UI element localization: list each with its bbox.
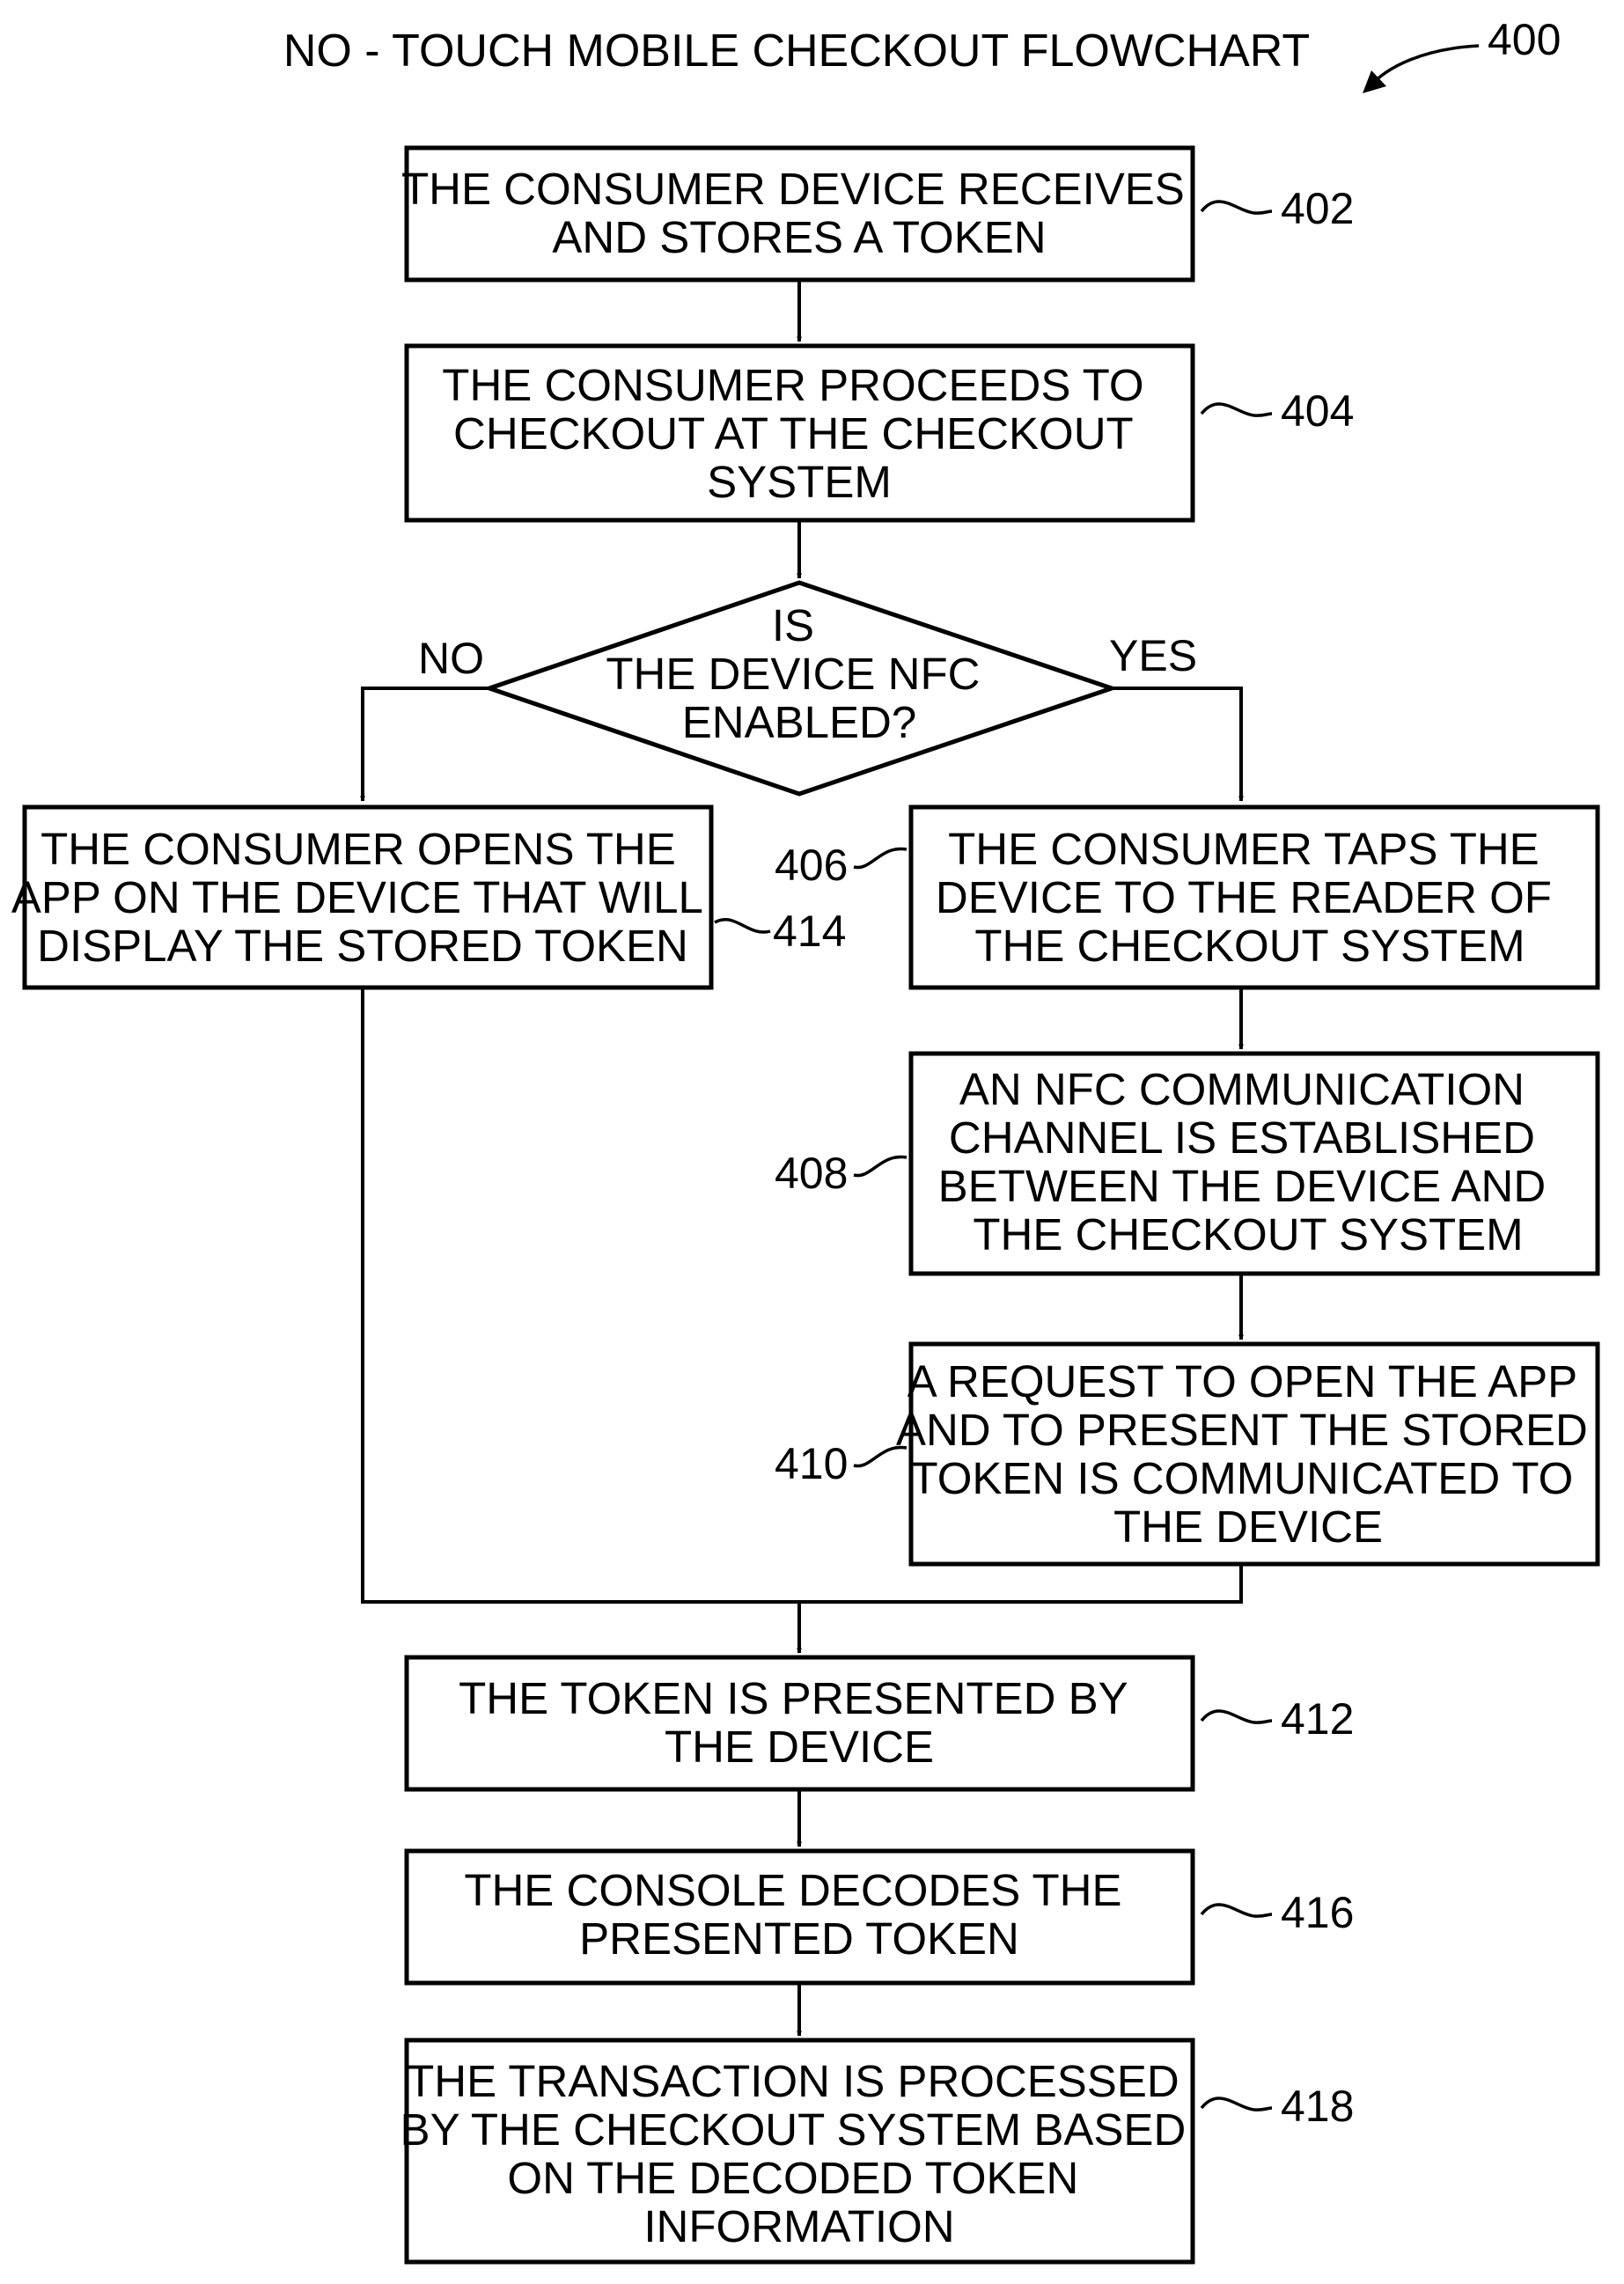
- step-410-line: A REQUEST TO OPEN THE APP: [908, 1356, 1577, 1406]
- step-418-line: THE TRANSACTION IS PROCESSED: [407, 2056, 1179, 2106]
- step-410-ref: 410: [775, 1439, 848, 1488]
- step-402-line: THE CONSUMER DEVICE RECEIVES: [401, 164, 1185, 214]
- step-410-line: THE DEVICE: [1113, 1502, 1383, 1552]
- step-404-leader: [1201, 404, 1272, 415]
- step-408-text: AN NFC COMMUNICATION CHANNEL IS ESTABLIS…: [938, 1064, 1559, 1260]
- step-418-line: INFORMATION: [643, 2201, 954, 2251]
- step-402-leader: [1201, 202, 1272, 213]
- step-418-ref: 418: [1281, 2082, 1354, 2131]
- step-412-leader: [1201, 1711, 1272, 1722]
- branch-no-connector: [363, 688, 489, 801]
- step-414-leader: [715, 920, 770, 932]
- step-406-leader: [854, 848, 907, 867]
- step-412-line: THE DEVICE: [665, 1722, 934, 1772]
- decision-line: IS: [772, 600, 814, 650]
- step-406-line: DEVICE TO THE READER OF: [936, 872, 1552, 922]
- step-412-ref: 412: [1281, 1694, 1354, 1744]
- step-408-ref: 408: [775, 1149, 848, 1198]
- step-416-line: PRESENTED TOKEN: [579, 1913, 1019, 1964]
- step-402-ref: 402: [1281, 184, 1354, 233]
- step-406-ref: 406: [775, 841, 848, 890]
- step-418-leader: [1201, 2098, 1272, 2110]
- step-414-ref: 414: [773, 907, 846, 956]
- step-402-line: AND STORES A TOKEN: [552, 212, 1046, 262]
- step-404-line: SYSTEM: [707, 457, 892, 507]
- diagram-title: NO - TOUCH MOBILE CHECKOUT FLOWCHART: [283, 26, 1310, 77]
- step-408-leader: [854, 1157, 907, 1175]
- decision-line: THE DEVICE NFC: [606, 649, 980, 699]
- step-410-line: TOKEN IS COMMUNICATED TO: [911, 1453, 1574, 1503]
- step-406-line: THE CHECKOUT SYSTEM: [974, 921, 1525, 971]
- merge-connector-right: [799, 1564, 1241, 1602]
- branch-yes-label: YES: [1109, 631, 1197, 680]
- step-404-ref: 404: [1281, 386, 1354, 436]
- step-412-line: THE TOKEN IS PRESENTED BY: [459, 1673, 1128, 1723]
- step-418-line: BY THE CHECKOUT SYSTEM BASED: [400, 2104, 1187, 2155]
- step-408-line: CHANNEL IS ESTABLISHED: [949, 1113, 1535, 1163]
- figure-ref-arrow: [1369, 46, 1479, 88]
- step-406-text: THE CONSUMER TAPS THE DEVICE TO THE READ…: [936, 824, 1564, 971]
- step-414-line: THE CONSUMER OPENS THE: [40, 824, 676, 874]
- branch-no-label: NO: [418, 634, 484, 683]
- step-416-line: THE CONSOLE DECODES THE: [464, 1865, 1121, 1915]
- figure-ref-label: 400: [1488, 15, 1561, 64]
- branch-yes-connector: [1112, 688, 1241, 801]
- step-404-line: THE CONSUMER PROCEEDS TO: [442, 360, 1143, 410]
- step-416-leader: [1201, 1905, 1272, 1916]
- step-406-line: THE CONSUMER TAPS THE: [948, 824, 1539, 874]
- step-410-line: AND TO PRESENT THE STORED: [896, 1405, 1588, 1455]
- step-408-line: BETWEEN THE DEVICE AND: [938, 1161, 1547, 1211]
- decision-line: ENABLED?: [682, 697, 916, 747]
- merge-connector-left: [363, 988, 799, 1602]
- step-414-line: APP ON THE DEVICE THAT WILL: [11, 872, 702, 922]
- step-414-text: THE CONSUMER OPENS THE APP ON THE DEVICE…: [11, 824, 714, 971]
- step-414-line: DISPLAY THE STORED TOKEN: [37, 921, 688, 971]
- step-416-ref: 416: [1281, 1888, 1354, 1937]
- step-404-line: CHECKOUT AT THE CHECKOUT: [453, 408, 1133, 459]
- step-418-line: ON THE DECODED TOKEN: [507, 2153, 1078, 2203]
- step-408-line: AN NFC COMMUNICATION: [959, 1064, 1525, 1114]
- step-408-line: THE CHECKOUT SYSTEM: [973, 1209, 1523, 1260]
